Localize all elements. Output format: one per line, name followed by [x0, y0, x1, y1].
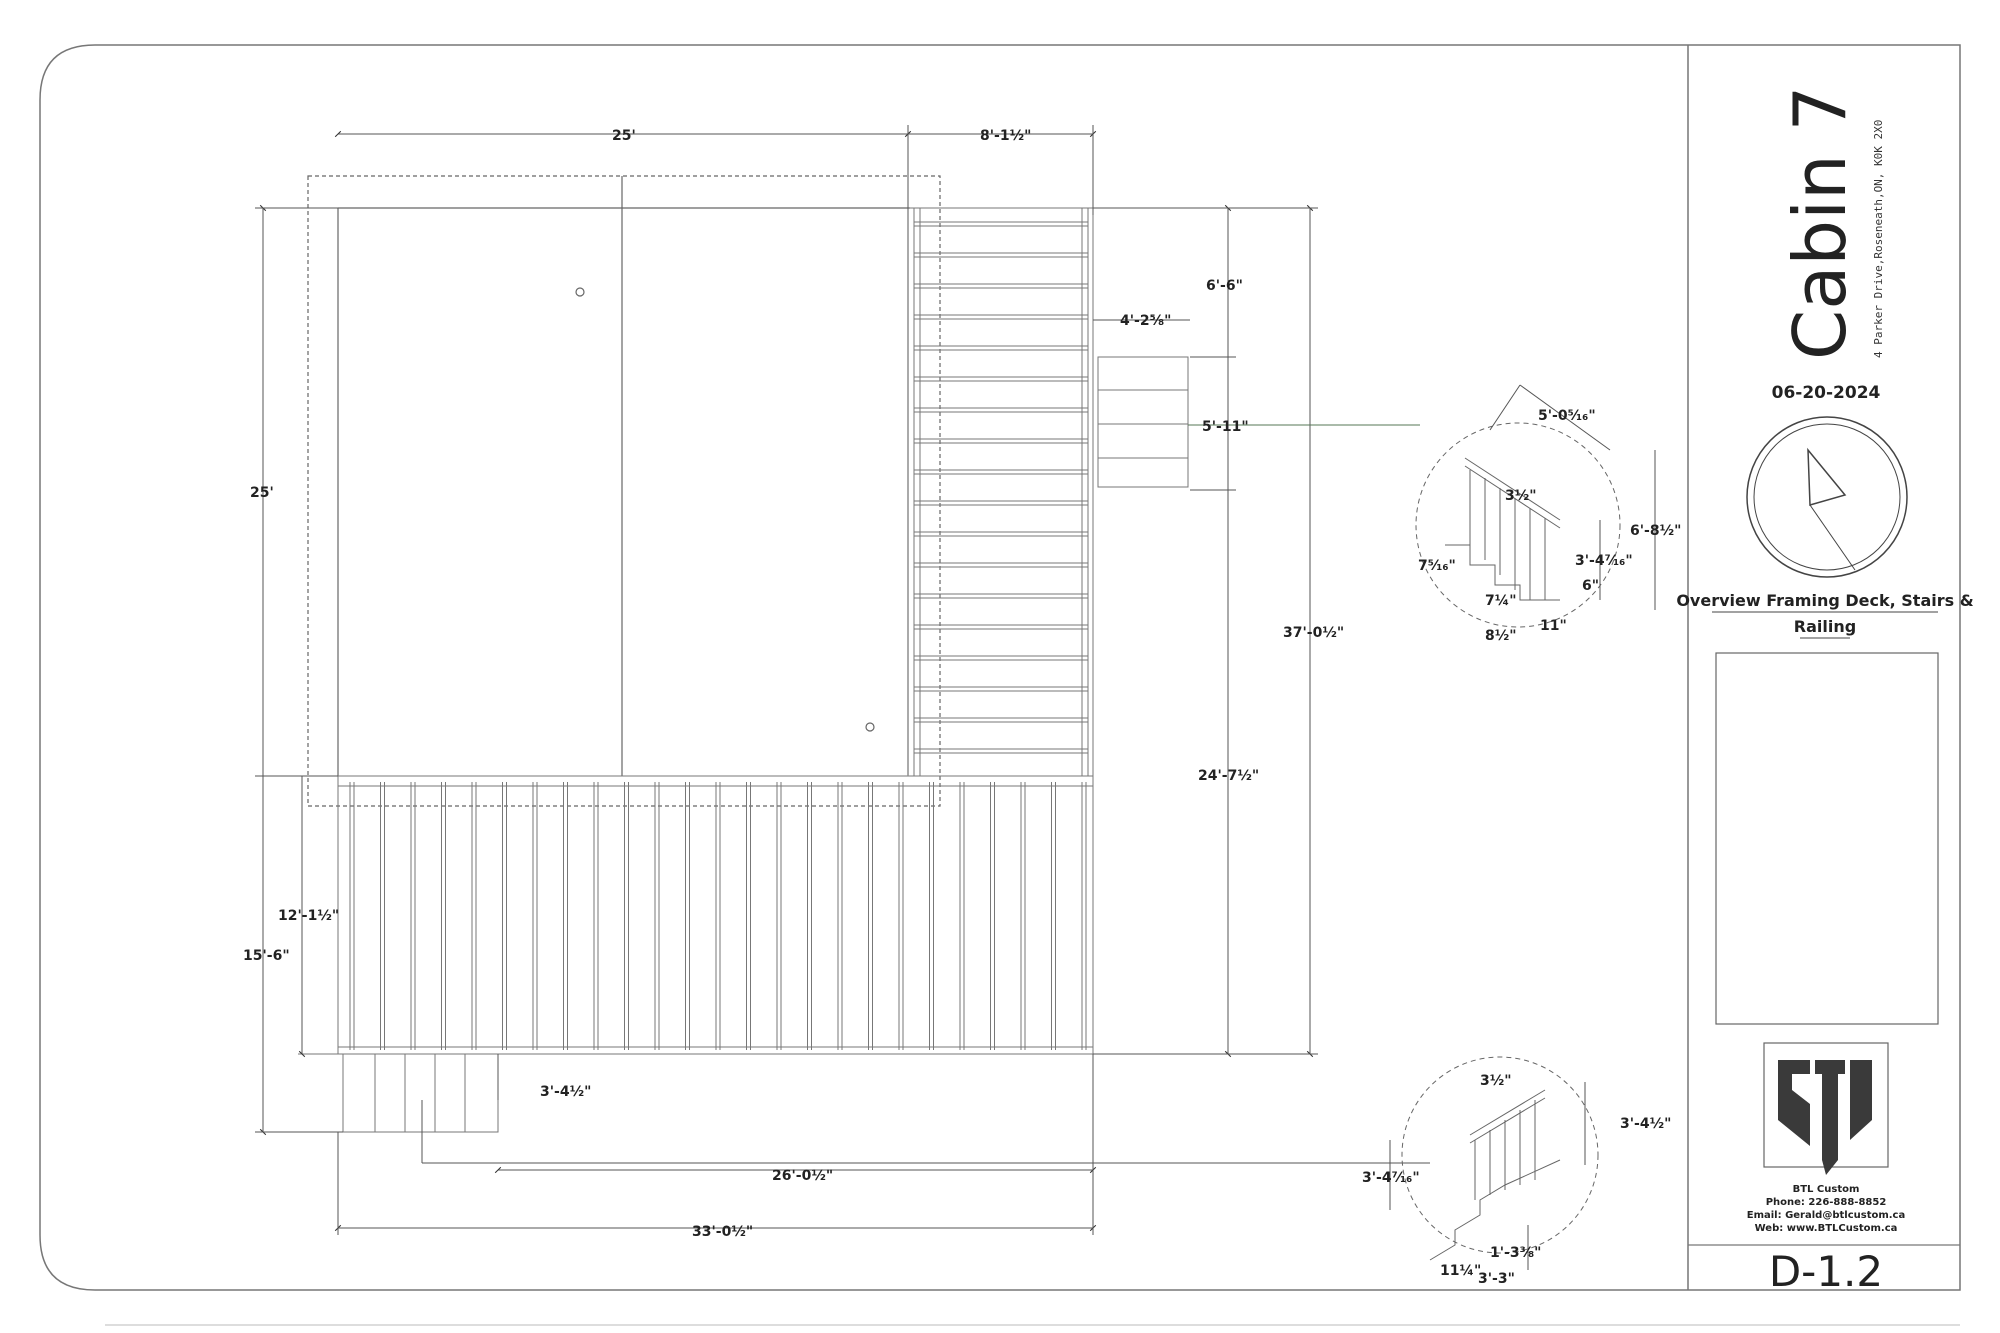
detail-upper-baluster-height: 3'-4⁷⁄₁₆": [1575, 553, 1633, 569]
dim-overall-left-lower: 15'-6": [243, 948, 290, 964]
detail-upper-rise: 7¼": [1485, 593, 1517, 609]
lower-stair-detail: [1389, 1056, 1599, 1270]
dim-bottom-inner-width: 26'-0½": [772, 1168, 833, 1184]
detail-lower-width-dim: 3'-3": [1478, 1271, 1515, 1287]
dim-overall-right-height: 37'-0½": [1283, 625, 1344, 641]
drawing-description-line2: Railing: [1794, 617, 1856, 636]
detail-lower-post-spacing: 3½": [1480, 1073, 1512, 1089]
detail-upper-tread-depth: 11": [1540, 618, 1567, 634]
dim-stair-width: 5'-11": [1202, 419, 1249, 435]
project-title: Cabin 7: [1778, 86, 1862, 360]
cabin-outline: [307, 175, 941, 807]
upper-stair-landing: [1097, 356, 1189, 488]
notes-box: [1715, 652, 1939, 1025]
drawing-date: 06-20-2024: [1772, 383, 1881, 403]
detail-lower-step-dim: 1'-3⅜": [1490, 1245, 1541, 1261]
company-name: BTL Custom: [1793, 1184, 1860, 1195]
drawing-description-line1: Overview Framing Deck, Stairs &: [1676, 591, 1973, 610]
dim-left-height: 25': [250, 485, 274, 501]
detail-upper-tread-dim: 6": [1582, 578, 1599, 594]
dim-top-width: 25': [612, 128, 636, 144]
dimension-lines: [255, 125, 1430, 1235]
detail-upper-top-dim: 5'-0⁵⁄₁₆": [1538, 408, 1596, 424]
lower-stair: [342, 1053, 499, 1133]
detail-upper-rail-height: 6'-8½": [1630, 523, 1681, 539]
company-logo-icon: [1763, 1042, 1889, 1175]
dim-bottom-overall-width: 33'-0½": [692, 1224, 753, 1240]
sheet-border: [39, 44, 1961, 1291]
company-email: Email: Gerald@btlcustom.ca: [1747, 1210, 1906, 1221]
detail-lower-baluster-height: 3'-4⁷⁄₁₆": [1362, 1170, 1420, 1186]
sheet-number: D-1.2: [1769, 1247, 1883, 1296]
detail-upper-left-dim: 7⁵⁄₁₆": [1418, 558, 1456, 574]
bottom-deck-framing: [298, 775, 1094, 1055]
upper-stair-detail: [1415, 384, 1656, 628]
company-phone: Phone: 226-888-8852: [1766, 1197, 1887, 1208]
detail-lower-rail-height: 3'-4½": [1620, 1116, 1671, 1132]
dim-lower-stair-offset: 3'-4½": [540, 1084, 591, 1100]
dim-deck-height-left: 12'-1½": [278, 908, 339, 924]
detail-upper-post-spacing: 3½": [1505, 488, 1537, 504]
dim-lower-right-height: 24'-7½": [1198, 768, 1259, 784]
project-address: 4 Parker Drive,Roseneath,ON, K0K 2X0: [1872, 120, 1885, 358]
detail-lower-run-dim: 11¼": [1440, 1263, 1481, 1279]
dim-top-right-width: 8'-1½": [980, 128, 1031, 144]
detail-upper-run: 8½": [1485, 628, 1517, 644]
north-arrow-icon: [1746, 416, 1908, 578]
dim-landing-offset: 4'-2⅝": [1120, 313, 1171, 329]
company-web: Web: www.BTLCustom.ca: [1755, 1223, 1898, 1234]
right-deck-framing: [907, 207, 1094, 777]
dim-landing-depth: 6'-6": [1206, 278, 1243, 294]
